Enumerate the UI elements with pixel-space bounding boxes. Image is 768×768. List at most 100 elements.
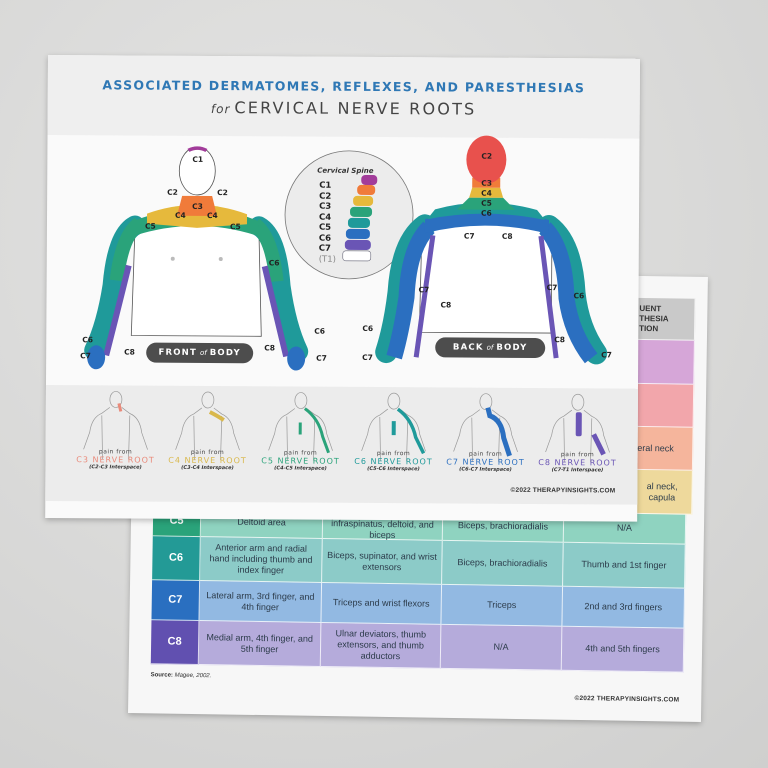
cervical-spine-title: Cervical Spine [317, 166, 374, 175]
back-label-c5: C5 [481, 198, 492, 208]
back-label-c8-shoulder: C8 [501, 231, 513, 241]
cell-dermatome: Anterior arm and radial hand including t… [200, 537, 323, 583]
body-diagrams [84, 135, 608, 371]
spine-level: C6 [318, 233, 332, 244]
cell-c4-paresthesia: al neck, capula [632, 469, 693, 515]
pain-figure-8-outline [545, 393, 610, 463]
source-note: Source: Magee, 2002. [151, 672, 212, 679]
front-label-c2-left: C2 [167, 187, 178, 197]
front-label-c4-right: C4 [206, 210, 218, 221]
spine-level: C5 [318, 222, 332, 233]
pill-text: BACK [452, 342, 484, 353]
front-label-c6-arm: C6 [268, 258, 280, 268]
cell-dermatome: Medial arm, 4th finger, and 5th finger [198, 621, 322, 667]
cell-muscles: Ulnar deviators, thumb extensors, and th… [320, 622, 442, 669]
front-label-c6-hand-right: C6 [314, 326, 326, 336]
front-label-c8-right: C8 [264, 343, 275, 353]
cell-c3-paresthesia: eral neck [632, 426, 694, 471]
spine-level: C7 [318, 243, 332, 254]
cell-root: C6 [152, 536, 201, 582]
pill-text: BODY [209, 347, 241, 359]
pain-figure-3-outline [83, 391, 148, 460]
pill-text: BODY [496, 342, 528, 353]
back-label-c3: C3 [481, 178, 492, 188]
nerve-root-label: C4 NERVE ROOT [168, 455, 247, 466]
back-label-c8-left-arm: C8 [440, 300, 452, 310]
front-label-c7-left: C7 [80, 351, 91, 361]
interspace-label: (C6-C7 Interspace) [459, 466, 512, 473]
interspace-label: (C3-C4 Interspace) [181, 464, 234, 472]
back-label-c7-hand-left: C7 [362, 352, 373, 362]
source-label: Source: [150, 672, 173, 679]
front-label-c6-hand-left: C6 [82, 335, 94, 345]
cervical-spine-levels: C1 C2 C3 C4 C5 C6 C7 (T1) [319, 181, 337, 265]
nerve-root-label: C7 NERVE ROOT [446, 457, 525, 467]
back-label-c6: C6 [481, 208, 492, 218]
pain-figure-4-outline [175, 391, 240, 461]
pill-text: FRONT [158, 347, 198, 358]
back-label-c6-hand-left: C6 [362, 323, 374, 333]
cell-dermatome: Lateral arm, 3rd finger, and 4th finger [199, 581, 323, 623]
cell-muscles: Triceps and wrist flexors [321, 582, 443, 625]
front-label-c2-right: C2 [217, 188, 228, 198]
front-label-c7-right: C7 [316, 353, 327, 363]
cell-reflex: Biceps, brachioradialis [442, 540, 564, 587]
copyright-back: ©2022 THERAPYINSIGHTS.COM [574, 694, 680, 704]
back-label-c6-right-arm: C6 [573, 291, 585, 301]
interspace-label: (C7-T1 Interspace) [551, 467, 604, 474]
back-label-c7-left-arm: C7 [418, 285, 430, 295]
back-body-figure [375, 135, 608, 365]
front-label-c1: C1 [192, 154, 204, 164]
cell-paresthesia: 4th and 5th fingers [561, 626, 685, 673]
pill-of: of [486, 343, 494, 352]
spine-level: C3 [319, 201, 332, 212]
interspace-label: (C4-C5 Interspace) [274, 465, 327, 472]
header-text: UENT [639, 303, 662, 313]
back-label-c8-hand-right: C8 [554, 335, 566, 345]
cell-paresthesia: Thumb and 1st finger [563, 542, 686, 589]
back-label-c7-hand-right: C7 [601, 350, 612, 360]
nerve-root-label: C6 NERVE ROOT [354, 456, 433, 467]
header-text: TION [639, 323, 659, 333]
back-label-c7-shoulder: C7 [463, 231, 475, 241]
pill-of: of [199, 348, 207, 357]
front-label-c4-left: C4 [174, 210, 186, 220]
cervical-spine-illustration [284, 150, 414, 280]
front-label-c5-left: C5 [144, 221, 156, 231]
pain-figure-5-outline [268, 392, 333, 461]
spine-level: C2 [319, 191, 332, 202]
back-label-c7-right-arm: C7 [546, 283, 558, 293]
pain-figure-7-outline [453, 393, 518, 462]
interspace-label: (C5-C6 Interspace) [367, 465, 420, 473]
pain-figure-6-outline [361, 392, 426, 462]
nerve-root-label: C3 NERVE ROOT [76, 455, 155, 465]
cell-paresthesia: 2nd and 3rd fingers [562, 586, 686, 629]
front-label-c3: C3 [192, 201, 203, 211]
front-sheet-diagram-page: ASSOCIATED DERMATOMES, REFLEXES, AND PAR… [45, 55, 640, 522]
cell-root: C8 [150, 620, 200, 666]
source-value: Magee, 2002. [174, 672, 212, 680]
back-label-c2: C2 [481, 151, 493, 161]
back-label-c4: C4 [481, 188, 492, 198]
front-label-c8-left: C8 [124, 347, 135, 357]
cell-root: C7 [151, 580, 201, 622]
front-label-c5-right: C5 [229, 222, 241, 232]
nerve-root-label: C8 NERVE ROOT [538, 458, 617, 468]
spine-level: (T1) [318, 254, 337, 265]
copyright-front: ©2022 THERAPYINSIGHTS.COM [510, 486, 616, 495]
cell-reflex: Triceps [441, 584, 564, 627]
cell-reflex: N/A [440, 624, 563, 671]
cell-muscles: Biceps, supinator, and wrist extensors [322, 538, 443, 585]
interspace-label: (C2-C3 Interspace) [89, 464, 142, 471]
spine-level: C4 [318, 212, 332, 223]
